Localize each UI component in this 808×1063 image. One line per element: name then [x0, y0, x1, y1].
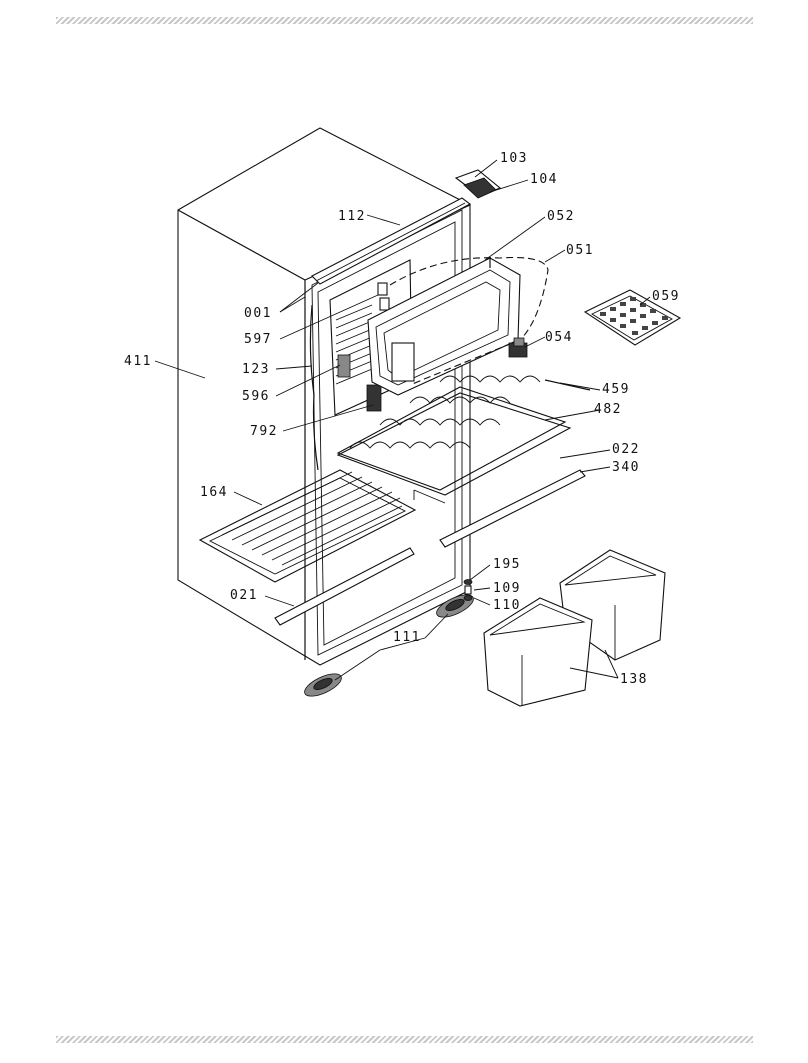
- screw-spacer-set: [463, 579, 473, 601]
- leader-lines: [154, 159, 651, 681]
- door-gasket-strip: [309, 304, 319, 471]
- part-label-459: 459: [602, 382, 630, 397]
- part-label-052: 052: [547, 209, 575, 224]
- part-label-112: 112: [338, 209, 366, 224]
- part-label-411: 411: [124, 354, 152, 369]
- part-label-021: 021: [230, 588, 258, 603]
- part-label-051: 051: [566, 243, 594, 258]
- glass-shelf: [336, 392, 572, 504]
- part-label-109: 109: [493, 581, 521, 596]
- bottom-border-rule: [56, 1036, 753, 1043]
- crisper-drawer-front: [483, 597, 593, 707]
- part-label-059: 059: [652, 289, 680, 304]
- part-label-123: 123: [242, 362, 270, 377]
- adjustable-foot-front: [304, 673, 342, 697]
- door-outline-dashed: [389, 256, 549, 386]
- part-label-111: 111: [393, 630, 421, 645]
- part-label-482: 482: [594, 402, 622, 417]
- part-label-022: 022: [612, 442, 640, 457]
- part-label-104: 104: [530, 172, 558, 187]
- cabinet-body: [177, 127, 471, 666]
- part-label-001: 001: [244, 306, 272, 321]
- part-label-597: 597: [244, 332, 272, 347]
- part-label-138: 138: [620, 672, 648, 687]
- part-label-596: 596: [242, 389, 270, 404]
- shelf-trim: [439, 469, 586, 548]
- part-label-195: 195: [493, 557, 521, 572]
- part-label-164: 164: [200, 485, 228, 500]
- part-label-792: 792: [250, 424, 278, 439]
- bottle-rack: [336, 375, 591, 491]
- top-hinge-cover: [454, 169, 502, 199]
- top-border-rule: [56, 17, 753, 24]
- adjustable-foot-rear: [436, 594, 474, 618]
- part-label-103: 103: [500, 151, 528, 166]
- part-label-110: 110: [493, 598, 521, 613]
- lower-bar: [274, 547, 415, 626]
- part-label-340: 340: [612, 460, 640, 475]
- door-stop: [508, 337, 528, 358]
- ice-tray: [583, 289, 682, 346]
- part-label-054: 054: [545, 330, 573, 345]
- top-frame-bar: [311, 197, 472, 285]
- wire-shelf: [198, 469, 417, 583]
